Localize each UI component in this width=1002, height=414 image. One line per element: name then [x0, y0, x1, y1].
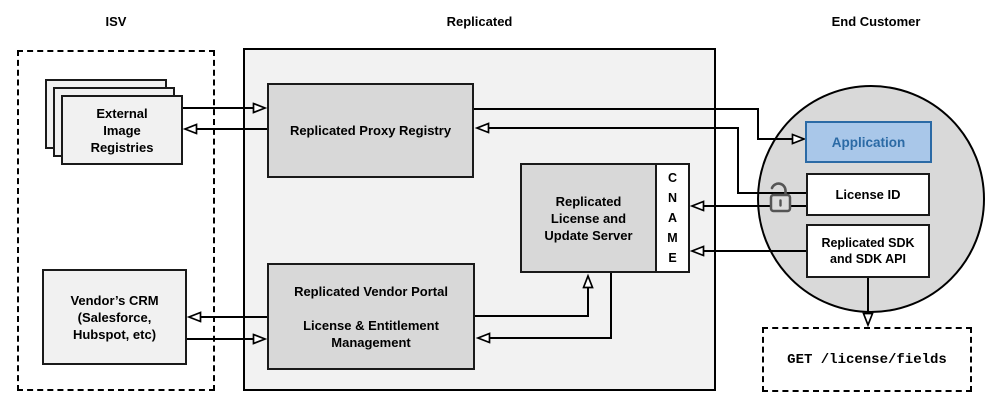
node-vendor-crm: Vendor’s CRM (Salesforce, Hubspot, etc) [42, 269, 187, 365]
isv-boundary [17, 50, 215, 391]
node-get-license-fields: GET /license/fields [762, 327, 972, 392]
node-license-id: License ID [806, 173, 930, 216]
node-replicated-proxy-registry: Replicated Proxy Registry [267, 83, 474, 178]
node-replicated-sdk: Replicated SDK and SDK API [806, 224, 930, 278]
section-title-replicated: Replicated [446, 14, 513, 29]
section-title-isv: ISV [105, 14, 127, 29]
node-cname: C N A M E [655, 163, 690, 273]
node-application: Application [805, 121, 932, 163]
section-title-end-customer: End Customer [831, 14, 921, 29]
open-lock-icon [769, 182, 792, 213]
node-replicated-vendor-portal: Replicated Vendor Portal License & Entit… [267, 263, 475, 370]
node-replicated-license-update-server: Replicated License and Update Server [520, 163, 657, 273]
node-external-image-registries: External Image Registries [61, 95, 183, 165]
